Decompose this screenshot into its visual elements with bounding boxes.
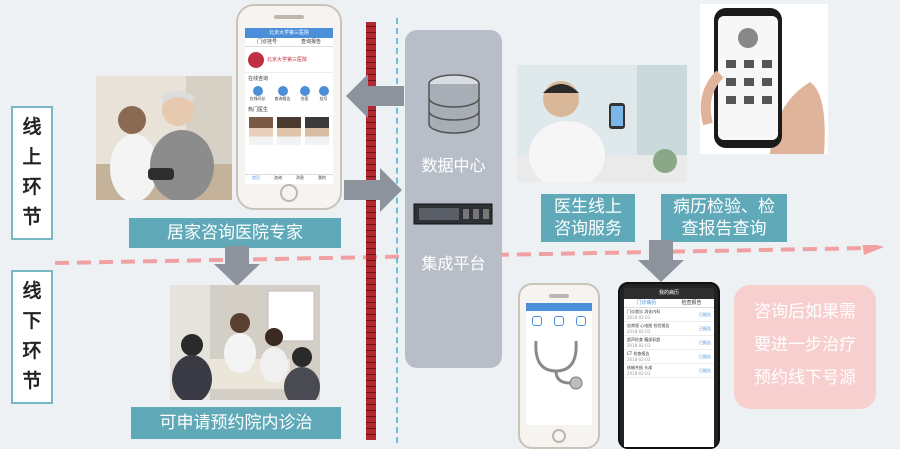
doctor-online-photo [517, 65, 687, 182]
record-action[interactable]: 已报告 [699, 353, 711, 359]
record-title: 核磁共振 头部 [627, 365, 653, 370]
report-icon [277, 86, 288, 96]
doctors-section-title: 热门医生 [248, 107, 269, 113]
stethoscope-icon [534, 340, 583, 390]
consult-icon [252, 86, 263, 96]
doctor-photo-3[interactable] [305, 117, 329, 145]
stetho-app-icon-2[interactable] [554, 316, 564, 326]
offline-section-label: 线 下 环 节 [11, 270, 53, 404]
hospital-app-phone: 北京大学第三医院 门诊挂号 查询报告 北京大学第三医院 在线咨询 在线问诊 查询… [236, 4, 342, 210]
home-consult-illustration [96, 76, 232, 200]
tab-exam-reports[interactable]: 检查报告 [681, 300, 702, 306]
hospital-card: 北京大学第三医院 [245, 47, 333, 73]
hand-phone-illustration [700, 4, 828, 154]
record-date: 2018-02-03 [627, 343, 651, 348]
nav-message[interactable]: 消息 [296, 175, 304, 180]
record-date: 2018-02-03 [627, 371, 651, 376]
register-icon [318, 86, 329, 96]
online-section-label: 线 上 环 节 [11, 106, 53, 240]
stetho-app-icon-3[interactable] [576, 316, 586, 326]
data-platform-column: 数据中心 集成平台 [405, 30, 502, 368]
nav-home[interactable]: 首页 [252, 175, 260, 180]
doctor-icon [299, 86, 310, 96]
nav-consult[interactable]: 咨询 [274, 175, 282, 180]
hospital-app-screen: 北京大学第三医院 门诊挂号 查询报告 北京大学第三医院 在线咨询 在线问诊 查询… [245, 28, 333, 184]
stetho-icon-row [526, 311, 592, 331]
online-section-title: 在线咨询 [248, 76, 269, 82]
record-title: 血常规 心电图 检验报告 [627, 323, 670, 328]
record-date: 2018-02-03 [627, 315, 651, 320]
data-center-label: 数据中心 [421, 156, 486, 175]
tab-report[interactable]: 查询报告 [300, 39, 321, 45]
apply-appointment-label: 可申请预约院内诊治 [131, 407, 341, 439]
down-arrow-right [638, 240, 684, 282]
nav-profile[interactable]: 我的 [318, 175, 326, 180]
record-date: 2018-02-03 [627, 329, 651, 334]
clinic-visit-photo [170, 285, 320, 400]
stetho-app-icon-1[interactable] [532, 316, 542, 326]
blue-dashed-line [396, 18, 398, 443]
record-title: 门诊就诊 消化内科 [627, 309, 661, 314]
app-header: 北京大学第三医院 [245, 28, 333, 38]
phone-home-button-2 [552, 429, 566, 443]
home-consult-label: 居家咨询医院专家 [129, 218, 341, 248]
doctor-online-illustration [517, 65, 687, 182]
hospital-logo-icon [248, 51, 264, 68]
tab-registration[interactable]: 门诊挂号 [256, 39, 277, 45]
arrow-to-platform [344, 168, 402, 212]
doctor-thumbnails [245, 115, 333, 147]
tab-outpatient-records[interactable]: 门诊病历 [636, 300, 657, 306]
server-icon [413, 203, 493, 225]
stetho-app-header [526, 303, 592, 311]
clinic-visit-illustration [170, 285, 320, 400]
record-title: 超声检查 腹部彩超 [627, 337, 661, 342]
phone-home-button [280, 184, 298, 202]
record-action[interactable]: 已报告 [699, 339, 711, 345]
records-app-header: 我的病历 [624, 288, 714, 299]
record-action[interactable]: 已报告 [699, 325, 711, 331]
app-tabs: 门诊挂号 查询报告 [245, 38, 333, 47]
doctor-online-label: 医生线上 咨询服务 [541, 194, 635, 242]
doctor-photo-1[interactable] [249, 117, 273, 145]
stethoscope-app-phone [518, 283, 600, 449]
down-arrow-left [214, 246, 260, 286]
app-bottom-nav: 首页 咨询 消息 我的 [245, 174, 333, 184]
phone-speaker [274, 15, 304, 19]
record-action[interactable]: 已报告 [699, 311, 711, 317]
integration-label: 集成平台 [421, 254, 486, 273]
app-icon-row: 在线问诊 查询报告 名医 挂号 [245, 84, 333, 104]
records-app-tabs: 门诊病历 检查报告 [624, 299, 714, 308]
home-consult-photo [96, 76, 232, 200]
stethoscope-app-screen [526, 303, 592, 425]
database-icon [428, 74, 480, 134]
app-icon-doctor[interactable]: 名医 [299, 86, 310, 102]
arrow-to-phone [346, 74, 404, 118]
hospital-name: 北京大学第三医院 [267, 57, 308, 63]
followup-box: 咨询后如果需 要进一步治疗 预约线下号源 [734, 285, 876, 409]
record-action[interactable]: 已报告 [699, 367, 711, 373]
record-date: 2018-02-03 [627, 357, 651, 362]
hand-phone-photo [700, 4, 828, 154]
app-icon-consult[interactable]: 在线问诊 [250, 86, 266, 102]
phone-speaker-2 [549, 294, 569, 298]
doctor-photo-2[interactable] [277, 117, 301, 145]
records-query-label: 病历检验、检 查报告查询 [661, 194, 787, 242]
app-icon-report[interactable]: 查询报告 [275, 86, 291, 102]
app-icon-register[interactable]: 挂号 [318, 86, 329, 102]
brick-wall [366, 22, 376, 440]
record-title: CT 检查报告 [627, 351, 650, 356]
